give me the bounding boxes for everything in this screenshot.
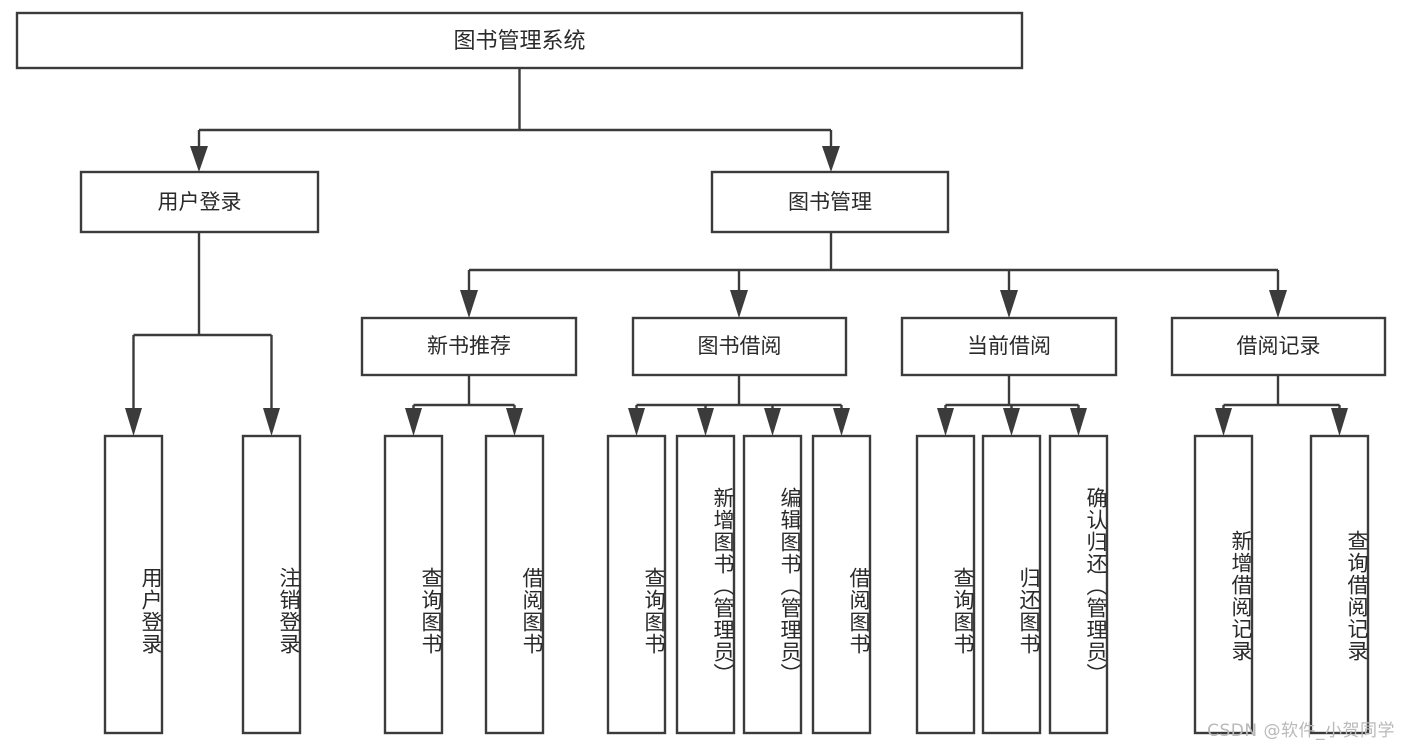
node-book-borrow-label: 图书借阅 bbox=[698, 334, 782, 358]
node-leaf-confirm-return-box[interactable] bbox=[1048, 434, 1109, 735]
node-leaf-borrow-book-2-box[interactable] bbox=[811, 434, 872, 735]
arrow-head-borrow-record bbox=[1269, 290, 1287, 318]
arrow-head-leaf-borrow-book-1 bbox=[506, 408, 523, 436]
node-leaf-borrow-book-1-box[interactable] bbox=[484, 434, 545, 735]
node-user-login[interactable]: 用户登录 bbox=[79, 170, 320, 234]
node-current-borrow[interactable]: 当前借阅 bbox=[900, 316, 1118, 377]
arrow-head-book-borrow bbox=[730, 290, 748, 318]
node-user-login-box[interactable] bbox=[79, 170, 320, 234]
node-current-borrow-box[interactable] bbox=[900, 316, 1118, 377]
node-user-login-label: 用户登录 bbox=[158, 190, 242, 214]
node-leaf-add-book-box[interactable] bbox=[675, 434, 736, 735]
node-root-label: 图书管理系统 bbox=[453, 29, 585, 54]
arrow-head-leaf-user-login bbox=[125, 408, 142, 436]
arrow-head-leaf-add-record bbox=[1215, 408, 1232, 436]
connector-layer bbox=[125, 68, 1348, 436]
arrow-head-leaf-add-book bbox=[697, 408, 714, 436]
arrow-head-current-borrow bbox=[1000, 290, 1018, 318]
arrow-head-leaf-confirm-return bbox=[1070, 408, 1087, 436]
node-leaf-query-book-1-box[interactable] bbox=[383, 434, 444, 735]
arrow-head-leaf-query-book-3 bbox=[937, 408, 954, 436]
node-new-book-recommend-box[interactable] bbox=[360, 316, 578, 377]
node-leaf-return-book-box[interactable] bbox=[981, 434, 1042, 735]
node-leaf-logout-login-box[interactable] bbox=[241, 434, 302, 735]
arrow-head-leaf-logout-login bbox=[263, 408, 280, 436]
node-leaf-edit-book-box[interactable] bbox=[742, 434, 803, 735]
node-book-management[interactable]: 图书管理 bbox=[710, 170, 950, 234]
node-current-borrow-label: 当前借阅 bbox=[967, 334, 1051, 358]
arrow-head-leaf-edit-book bbox=[764, 408, 781, 436]
node-borrow-record-label: 借阅记录 bbox=[1237, 334, 1321, 358]
node-book-management-box[interactable] bbox=[710, 170, 950, 234]
node-root[interactable]: 图书管理系统 bbox=[15, 11, 1024, 70]
node-leaf-query-book-3-box[interactable] bbox=[915, 434, 976, 735]
node-leaf-user-login-box[interactable] bbox=[103, 434, 164, 735]
arrow-head-user-login bbox=[190, 146, 208, 172]
node-root-box[interactable] bbox=[15, 11, 1024, 70]
arrow-head-book-management bbox=[822, 146, 840, 172]
node-book-borrow[interactable]: 图书借阅 bbox=[631, 316, 848, 377]
arrow-head-leaf-query-record bbox=[1331, 408, 1348, 436]
node-leaf-add-record-box[interactable] bbox=[1193, 434, 1254, 735]
arrow-head-leaf-return-book bbox=[1003, 408, 1020, 436]
arrow-head-leaf-query-book-1 bbox=[405, 408, 422, 436]
arrow-head-new-book-recommend bbox=[460, 290, 478, 318]
csdn-watermark: CSDN @软件_小贺同学 bbox=[1207, 721, 1395, 741]
arrow-head-leaf-query-book-2 bbox=[628, 408, 645, 436]
node-borrow-record-box[interactable] bbox=[1170, 316, 1387, 377]
node-leaf-query-record-box[interactable] bbox=[1309, 434, 1370, 735]
node-leaf-query-book-2-box[interactable] bbox=[606, 434, 667, 735]
node-new-book-recommend[interactable]: 新书推荐 bbox=[360, 316, 578, 377]
arrow-head-leaf-borrow-book-2 bbox=[833, 408, 850, 436]
node-new-book-recommend-label: 新书推荐 bbox=[427, 334, 511, 358]
node-borrow-record[interactable]: 借阅记录 bbox=[1170, 316, 1387, 377]
node-book-management-label: 图书管理 bbox=[788, 190, 872, 214]
node-book-borrow-box[interactable] bbox=[631, 316, 848, 377]
